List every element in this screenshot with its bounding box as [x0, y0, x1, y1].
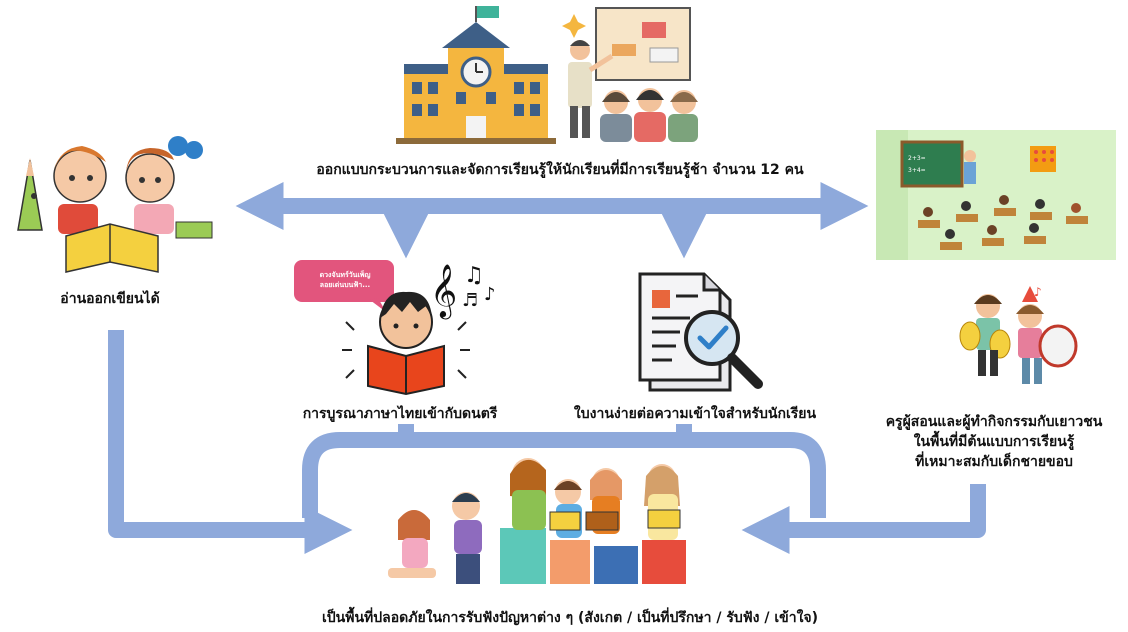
node-right-line-1: ครูผู้สอนและผู้ทำกิจกรรมกับเยาวชน: [885, 414, 1103, 430]
boy-reading-music-icon: [342, 291, 470, 396]
arrows: [108, 182, 986, 554]
svg-text:♬: ♬: [462, 290, 478, 311]
arrow-right-to-bottom: [741, 484, 986, 554]
kids-marching-band-icon: ♪: [959, 285, 1078, 384]
kids-reading-group-icon: [388, 458, 686, 584]
speech-bubble-line-1: ดวงจันทร์วันเพ็ญ: [319, 271, 371, 279]
node-right-caption: ครูผู้สอนและผู้ทำกิจกรรมกับเยาวชน ในพื้น…: [860, 412, 1128, 472]
classroom-icon: 2+3= 3+4=: [876, 130, 1116, 260]
node-sheet-caption: ใบงานง่ายต่อความเข้าใจสำหรับนักเรียน: [573, 406, 817, 422]
music-notes-icon: 𝄞 ♫ ♪ ♬: [430, 263, 496, 319]
kids-reading-icon: [17, 136, 213, 273]
node-right-line-2: ในพื้นที่มีต้นแบบการเรียนรู้: [913, 434, 1075, 450]
speech-bubble-line-2: ลอยเด่นบนฟ้า...: [319, 281, 371, 289]
speech-bubble: [294, 260, 394, 312]
svg-text:3+4=: 3+4=: [908, 167, 926, 174]
document-search-icon: [638, 272, 763, 392]
svg-text:𝄞: 𝄞: [430, 263, 457, 319]
svg-text:♪: ♪: [484, 284, 496, 305]
speech-bubble-text: ดวงจันทร์วันเพ็ญ ลอยเด่นบนฟ้า...: [298, 270, 392, 290]
node-right-line-3: ที่เหมาะสมกับเด็กชายขอบ: [915, 454, 1073, 470]
arrow-loop: [302, 432, 826, 518]
teacher-presentation-icon: [562, 7, 698, 142]
node-bottom-caption: เป็นพื้นที่ปลอดภัยในการรับฟังปัญหาต่าง ๆ…: [321, 610, 818, 626]
node-top-caption: ออกแบบกระบวนการและจัดการเรียนรู้ให้นักเร…: [316, 162, 804, 178]
school-icon: [396, 6, 556, 144]
svg-text:♪: ♪: [1034, 285, 1042, 299]
node-left-caption: อ่านออกเขียนได้: [60, 291, 160, 307]
node-music-caption: การบูรณาภาษาไทยเข้ากับดนตรี: [302, 406, 498, 422]
svg-text:♫: ♫: [464, 263, 484, 288]
svg-text:2+3=: 2+3=: [908, 155, 926, 162]
arrow-left-to-bottom: [108, 330, 353, 554]
